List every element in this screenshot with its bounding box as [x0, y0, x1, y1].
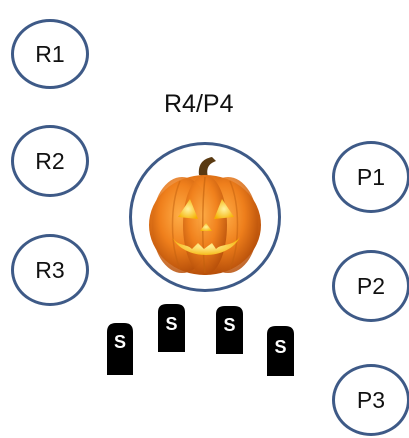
- tombstone-icon: [107, 323, 133, 375]
- tombstone-icon: [216, 306, 243, 354]
- tombstone-icon: [158, 304, 185, 352]
- node-p3: P3: [332, 364, 409, 436]
- tombstone-3: [215, 305, 244, 355]
- tombstone-4: [266, 325, 295, 377]
- node-r1: R1: [11, 19, 89, 89]
- tombstone-icon: [267, 326, 294, 376]
- center-node: [129, 142, 281, 292]
- node-p2: P2: [332, 250, 409, 322]
- tombstone-letter: S: [274, 337, 287, 357]
- center-label: R4/P4: [164, 90, 234, 118]
- tombstone-letter: S: [223, 315, 236, 335]
- tombstone-letter: S: [165, 314, 178, 334]
- tombstone-2: [157, 303, 186, 353]
- jack-o-lantern-icon: [149, 157, 261, 275]
- tombstone-1: [106, 322, 134, 376]
- node-r2: R2: [11, 125, 89, 197]
- node-p1: P1: [332, 141, 409, 213]
- node-r3: R3: [11, 234, 89, 306]
- tombstone-letter: S: [113, 332, 126, 352]
